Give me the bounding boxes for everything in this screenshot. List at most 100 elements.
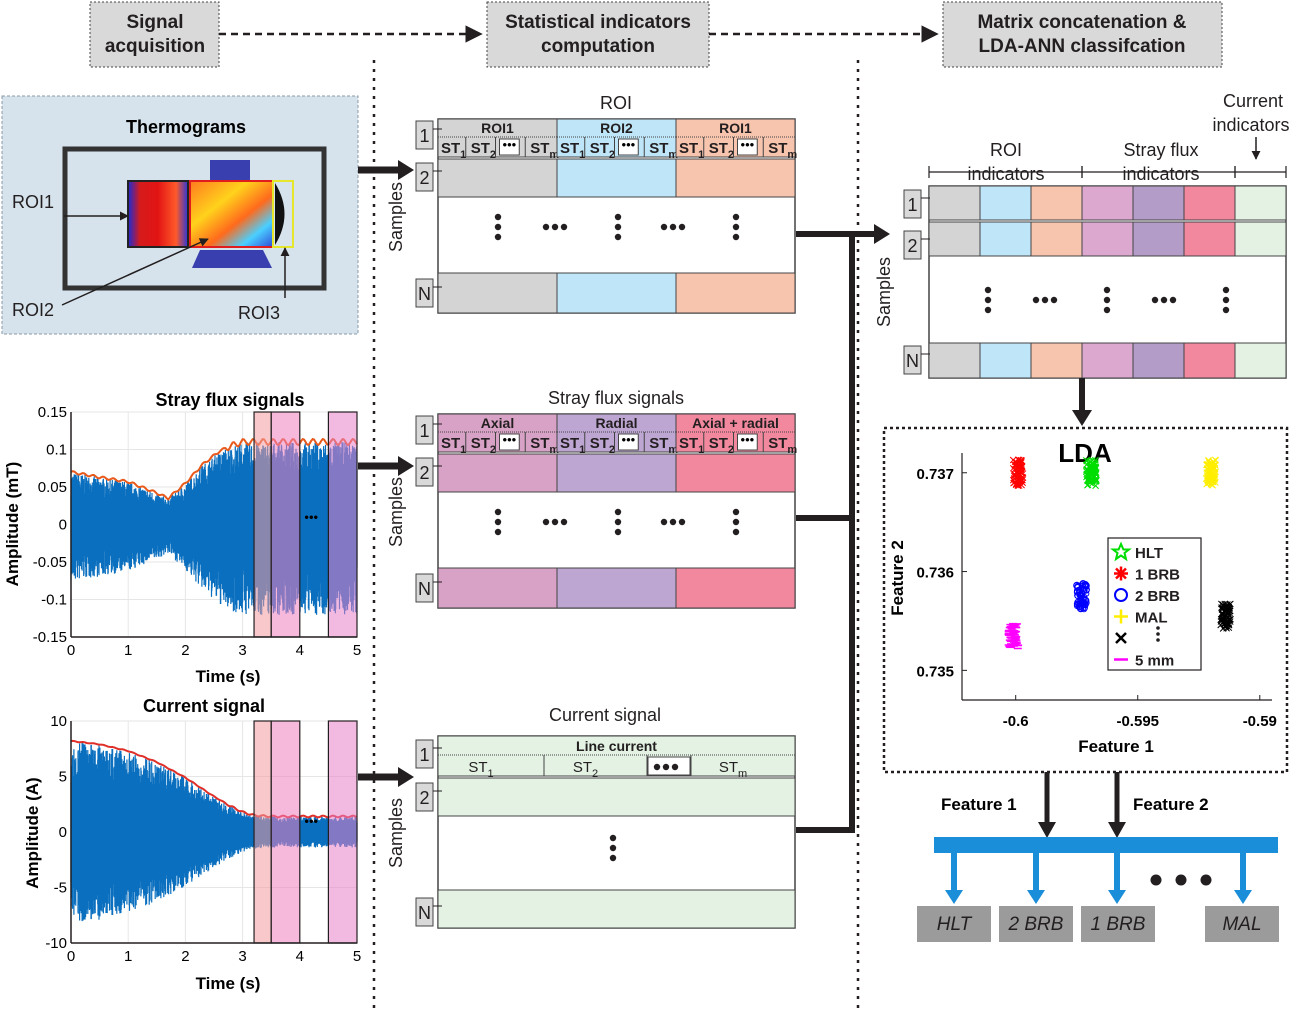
row-index-label: 1 <box>419 126 429 146</box>
roi1-region <box>127 180 189 248</box>
lda-point <box>1077 595 1085 603</box>
x-tick-label: 0 <box>67 642 75 659</box>
window-ellipsis: ••• <box>304 813 318 828</box>
row-index-label: 2 <box>907 236 917 256</box>
lda-point <box>1089 469 1097 476</box>
lda-point <box>1092 476 1100 484</box>
roi3-label: ROI3 <box>238 303 280 323</box>
lda-point <box>1074 583 1082 591</box>
ann-feature1-label: Feature 1 <box>941 795 1017 814</box>
stray-samples-label: Samples <box>386 477 406 547</box>
motor-outline <box>62 146 327 291</box>
ann-output-arrow <box>945 890 963 904</box>
row-index-box <box>415 782 434 812</box>
current-indicators-label-1: Current <box>1223 91 1283 111</box>
lda-point <box>1205 457 1212 465</box>
combined-row1-cell <box>928 185 981 221</box>
ann-output-box <box>1205 906 1279 942</box>
st-label: ST1 <box>560 435 585 456</box>
vertical-ellipsis-dot <box>732 233 740 241</box>
combined-row1-cell <box>1132 185 1185 221</box>
current-matrix-title: Current signal <box>549 705 661 725</box>
horizontal-ellipsis-dot <box>551 518 559 526</box>
row-index-label: 1 <box>907 195 917 215</box>
lda-point <box>1017 459 1025 467</box>
lda-point <box>1092 482 1099 490</box>
svg-text:acquisition: acquisition <box>105 36 205 57</box>
lda-panel: LDA Feature 1 Feature 2 -0.6-0.595-0.590… <box>882 426 1289 774</box>
legend-entry-label: HLT <box>1135 545 1163 562</box>
matrix-group-label: ROI2 <box>600 120 633 136</box>
lda-legend <box>1107 537 1202 671</box>
y-tick-label: 0.05 <box>38 479 67 496</box>
vertical-ellipsis-dot <box>1222 296 1230 304</box>
matrix-header-cell <box>437 118 558 158</box>
matrix-group-label: Axial + radial <box>692 415 779 431</box>
stray-plot-xlabel: Time (s) <box>196 667 261 686</box>
row-index-label: N <box>418 579 431 599</box>
lda-point <box>1083 470 1091 478</box>
lda-point <box>1080 599 1088 607</box>
st-ellipsis-box <box>499 138 520 156</box>
svg-text:Statistical indicators: Statistical indicators <box>505 12 691 33</box>
vertical-ellipsis-dot <box>494 223 502 231</box>
vertical-ellipsis-dot <box>614 518 622 526</box>
svg-text:computation: computation <box>541 36 655 57</box>
st-label: ST1 <box>468 759 493 780</box>
lda-point <box>1014 469 1022 476</box>
row-index-box <box>415 457 434 487</box>
y-tick-label: -0.1 <box>41 592 67 609</box>
matrix-row2-cell <box>437 158 558 198</box>
vertical-ellipsis-dot <box>732 528 740 536</box>
roi3-fan <box>275 183 285 245</box>
svg-text:Matrix concatenation &: Matrix concatenation & <box>977 12 1186 33</box>
lda-point <box>1083 456 1090 464</box>
horizontal-ellipsis-dot <box>1160 296 1168 304</box>
stage-header-computation: Statistical indicators computation <box>486 1 710 68</box>
stray-plot-ylabel: Amplitude (mT) <box>3 462 22 587</box>
matrix-rowN-cell <box>675 272 796 314</box>
st-ellipsis: ••• <box>622 137 636 152</box>
x-tick-label: 5 <box>353 948 361 965</box>
matrix-header-cell <box>437 413 558 453</box>
stray-matrix-title: Stray flux signals <box>548 388 684 408</box>
st-ellipsis-box <box>737 433 758 451</box>
matrix-row2-cell <box>556 453 677 493</box>
y-tick-label: -0.15 <box>33 629 67 646</box>
combined-rowN-cell <box>1234 342 1287 379</box>
vertical-ellipsis-dot <box>609 844 617 852</box>
ann-output-label: 2 BRB <box>1008 914 1064 935</box>
combined-samples-label: Samples <box>874 257 894 327</box>
legend-entry-label: 1 BRB <box>1135 567 1180 584</box>
vertical-ellipsis-dot <box>732 508 740 516</box>
lda-point <box>1221 619 1228 627</box>
vertical-ellipsis-dot <box>494 528 502 536</box>
lda-point <box>1217 600 1225 608</box>
matrix-header-cell <box>437 735 796 777</box>
analysis-window <box>327 720 358 944</box>
x-tick-label: 2 <box>181 642 189 659</box>
row-index-label: 1 <box>419 421 429 441</box>
horizontal-ellipsis-dot <box>542 223 550 231</box>
vertical-ellipsis-dot <box>494 233 502 241</box>
horizontal-ellipsis-dot <box>660 223 668 231</box>
row-index-box <box>903 189 922 219</box>
horizontal-ellipsis-dot <box>669 518 677 526</box>
lda-point <box>1206 473 1214 480</box>
analysis-window <box>327 411 358 638</box>
stage-header-acquisition: Signal acquisition <box>89 1 220 68</box>
st-label: ST1 <box>441 435 466 456</box>
legend-entry-label: MAL <box>1135 610 1168 627</box>
combined-row1-cell <box>1183 185 1236 221</box>
row-index-box <box>903 230 922 260</box>
row-index-label: N <box>418 903 431 923</box>
ann-feature2-label: Feature 2 <box>1133 795 1209 814</box>
lda-point <box>1227 600 1234 608</box>
combined-row1-cell <box>979 185 1032 221</box>
lda-point <box>1217 621 1225 629</box>
vertical-ellipsis-dot <box>494 508 502 516</box>
legend-entry-label: 5 mm <box>1135 653 1174 670</box>
ann-bus-bar <box>934 837 1278 853</box>
lda-point <box>1075 603 1083 610</box>
